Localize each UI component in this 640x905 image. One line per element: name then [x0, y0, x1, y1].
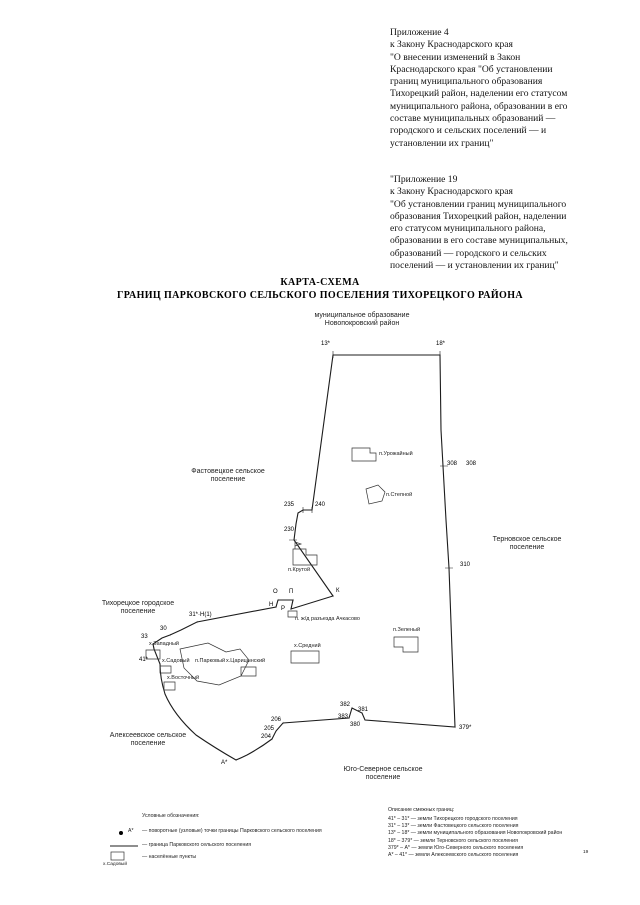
point-label-379: 379*: [459, 725, 472, 731]
point-label-O: О: [273, 589, 278, 595]
legend-title: Условные обозначения:: [142, 813, 200, 819]
region-label-alekseyevskoye: Алексеевское сельское поселение: [109, 732, 187, 748]
boundary-ticks: [289, 351, 453, 569]
settlement-label-krutoy: п.Крутой: [288, 567, 311, 573]
adjacent-borders-title: Описание смежных границ:: [388, 807, 455, 813]
point-label-K: К: [336, 588, 340, 594]
region-label-ternovskoye: Терновское сельское поселение: [492, 536, 562, 552]
point-label-31-N1: 31*·Н(1): [189, 612, 212, 618]
settlement-label-zapadny: х.Западный: [149, 641, 179, 647]
point-label-381: 381: [358, 707, 369, 713]
point-label-383: 383: [338, 714, 349, 720]
point-label-R: Р: [281, 606, 286, 612]
legend-settlement-description: — населённые пункты: [142, 854, 197, 860]
settlement-label-parkovy: п.Парковый: [195, 658, 226, 664]
map-title: КАРТА-СХЕМА ГРАНИЦ ПАРКОВСКОГО СЕЛЬСКОГО…: [116, 277, 524, 301]
settlement-label-tsaritsynsky: х.Царицынский: [226, 658, 266, 664]
region-label-tikhoretskoye: Тихорецкое городское поселение: [101, 600, 175, 616]
legend-point-description: — поворотные (узловые) точки границы Пар…: [142, 828, 322, 834]
settlement-boundary-line: [152, 354, 456, 761]
point-label-308-b: 308: [466, 461, 477, 467]
legend-settlement-symbol-label: х.Садовый: [103, 862, 128, 867]
point-label-230: 230: [284, 527, 295, 533]
point-label-41: 41*: [139, 657, 149, 663]
point-label-310: 310: [460, 562, 471, 568]
region-label-yugo-severnoye: Юго-Северное сельское поселение: [343, 766, 423, 782]
point-label-205: 205: [264, 726, 275, 732]
point-label-P: П: [289, 589, 294, 595]
point-label-204: 204: [261, 734, 272, 740]
point-label-13: 13*: [321, 341, 331, 347]
point-label-33: 33: [141, 634, 148, 640]
point-label-235: 235: [284, 502, 295, 508]
region-label-novopokrovsky: муниципальное образование Новопокровский…: [314, 312, 410, 328]
settlement-label-sredny: х.Средний: [294, 643, 321, 649]
settlement-label-urozhayny: п.Урожайный: [379, 451, 413, 457]
page-number: 19: [583, 850, 589, 855]
point-label-206: 206: [271, 717, 282, 723]
boundary-point-markers: [154, 353, 456, 762]
settlement-label-achkasovo: п. ж/д разъезда Ачкасово: [295, 616, 360, 622]
adjacent-borders-list: 41* – 31* — земли Тихорецкого городского…: [388, 816, 563, 859]
legend-settlement-symbol-box: [110, 851, 125, 861]
point-label-380: 380: [350, 722, 361, 728]
legend-point-symbol-label: А*: [128, 828, 134, 834]
settlement-label-sadovy: х.Садовый: [162, 658, 190, 664]
point-label-308-a: 308: [447, 461, 458, 467]
settlement-label-stepnoy: п.Степной: [386, 492, 413, 498]
point-label-N: Н: [269, 602, 274, 608]
point-label-382: 382: [340, 702, 351, 708]
region-label-fastovetskoye: Фастовецкое сельское поселение: [191, 468, 265, 484]
legend-line-description: — граница Парковского сельского поселени…: [142, 842, 252, 848]
settlement-label-vostochny: х.Восточный: [167, 675, 200, 681]
header-appendix-4: Приложение 4 к Закону Краснодарского кра…: [390, 27, 568, 149]
point-label-A: А*: [221, 760, 228, 766]
settlement-label-zeleny: п.Зеленый: [393, 627, 421, 633]
legend-symbols: [110, 831, 138, 861]
point-label-240: 240: [315, 502, 326, 508]
village-shapes: [145, 447, 419, 691]
legend-point-symbol-dot: [119, 831, 123, 835]
point-label-30: 30: [160, 626, 167, 632]
header-appendix-19: "Приложение 19 к Закону Краснодарского к…: [390, 174, 568, 272]
point-label-18: 18*: [436, 341, 446, 347]
